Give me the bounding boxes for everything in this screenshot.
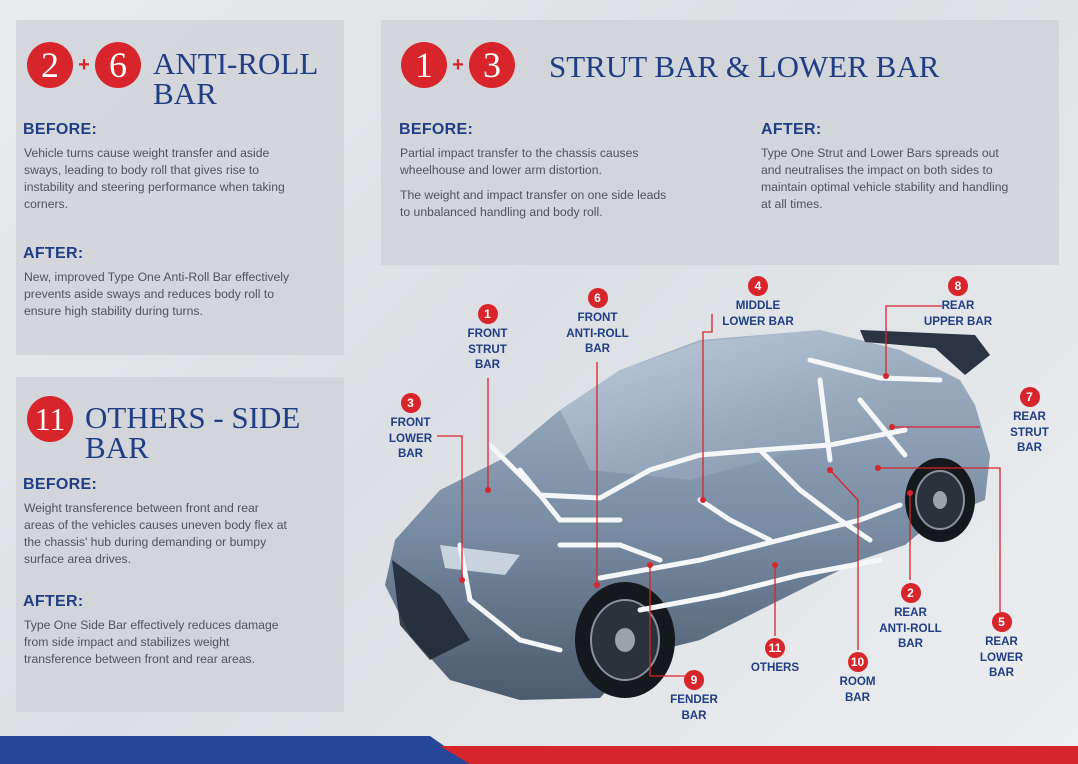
after-text: Type One Side Bar effectively reduces da…: [24, 618, 279, 666]
number-badge: 6: [95, 42, 141, 88]
part-label-rear-strut-bar: 7 REAR STRUT BAR: [1002, 387, 1057, 456]
rear-spoiler: [860, 330, 990, 375]
chassis-bars: [457, 357, 943, 653]
after-label: AFTER:: [23, 245, 84, 262]
part-label-middle-lower-bar: 4 MIDDLE LOWER BAR: [716, 276, 800, 329]
section-title: ANTI-ROLL BAR: [153, 46, 319, 111]
section-title: STRUT BAR & LOWER BAR: [549, 49, 940, 84]
before-label: BEFORE:: [399, 121, 474, 138]
after-label: AFTER:: [23, 593, 84, 610]
before-text: Weight transference between front and re…: [24, 501, 287, 566]
number-badge: 1: [401, 42, 447, 88]
part-label-rear-anti-roll-bar: 2 REAR ANTI-ROLL BAR: [873, 583, 948, 652]
before-label: BEFORE:: [23, 121, 98, 138]
part-label-room-bar: 10 ROOM BAR: [830, 652, 885, 705]
part-label-fender-bar: 9 FENDER BAR: [664, 670, 724, 723]
before-label: BEFORE:: [23, 476, 98, 493]
number-badge: 3: [469, 42, 515, 88]
before-text-2: The weight and impact transfer on one si…: [400, 188, 667, 219]
part-label-front-anti-roll-bar: 6 FRONT ANTI-ROLL BAR: [560, 288, 635, 357]
anti-roll-panel: [16, 20, 344, 355]
before-text: Vehicle turns cause weight transfer and …: [24, 146, 285, 211]
part-label-rear-lower-bar: 5 REAR LOWER BAR: [974, 612, 1029, 681]
leader-dots: [459, 373, 913, 588]
rear-wheel: [905, 458, 975, 542]
number-badge: 2: [27, 42, 73, 88]
after-text: Type One Strut and Lower Bars spreads ou…: [761, 146, 1009, 211]
leader-lines: [437, 305, 1001, 677]
before-text-1: Partial impact transfer to the chassis c…: [400, 146, 639, 177]
side-bar-panel: [16, 377, 344, 712]
after-text: New, improved Type One Anti-Roll Bar eff…: [24, 270, 290, 318]
after-label: AFTER:: [761, 121, 822, 138]
bottom-stripes: [0, 736, 1078, 764]
part-label-front-lower-bar: 3 FRONT LOWER BAR: [383, 393, 438, 462]
side-bar-heading: 11 OTHERS - SIDE BAR: [27, 396, 300, 463]
part-label-front-strut-bar: 1 FRONT STRUT BAR: [460, 304, 515, 373]
front-wheel: [575, 582, 675, 698]
part-label-rear-upper-bar: 8 REAR UPPER BAR: [916, 276, 1000, 329]
anti-roll-heading: 2 + 6 ANTI-ROLL BAR: [27, 42, 318, 109]
front-grille: [392, 560, 470, 660]
section-title: OTHERS - SIDE BAR: [85, 400, 301, 465]
plus-sign: +: [78, 54, 90, 76]
part-label-others: 11 OTHERS: [745, 638, 805, 676]
strut-lower-heading: 1 + 3 STRUT BAR & LOWER BAR: [401, 42, 939, 88]
number-badge: 11: [27, 396, 73, 442]
plus-sign: +: [452, 54, 464, 76]
